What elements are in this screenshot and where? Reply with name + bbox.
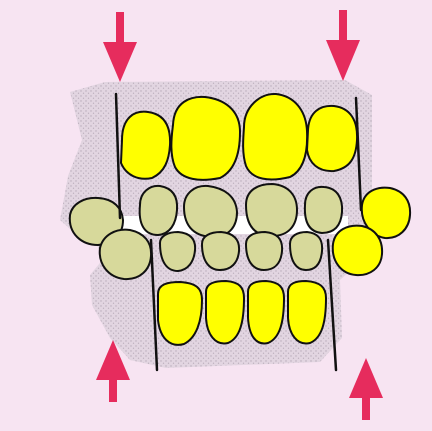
middle-tooth: [246, 184, 297, 236]
upper-incisor-tooth: [171, 97, 240, 180]
right-molar-lower: [333, 226, 382, 275]
upper-incisor-tooth: [121, 112, 170, 179]
middle-tooth: [305, 187, 342, 233]
middle-tooth: [140, 186, 177, 235]
left-molar-lower: [100, 230, 151, 279]
upper-incisor-tooth: [243, 94, 307, 180]
lower-small-tooth: [290, 232, 322, 270]
lower-incisor-tooth: [206, 281, 244, 343]
lower-small-tooth: [246, 232, 282, 270]
upper-incisor-tooth: [307, 106, 357, 171]
lower-small-tooth: [160, 232, 195, 271]
lower-small-tooth: [202, 232, 239, 270]
lower-incisor-tooth: [288, 281, 326, 343]
middle-tooth: [184, 186, 237, 237]
